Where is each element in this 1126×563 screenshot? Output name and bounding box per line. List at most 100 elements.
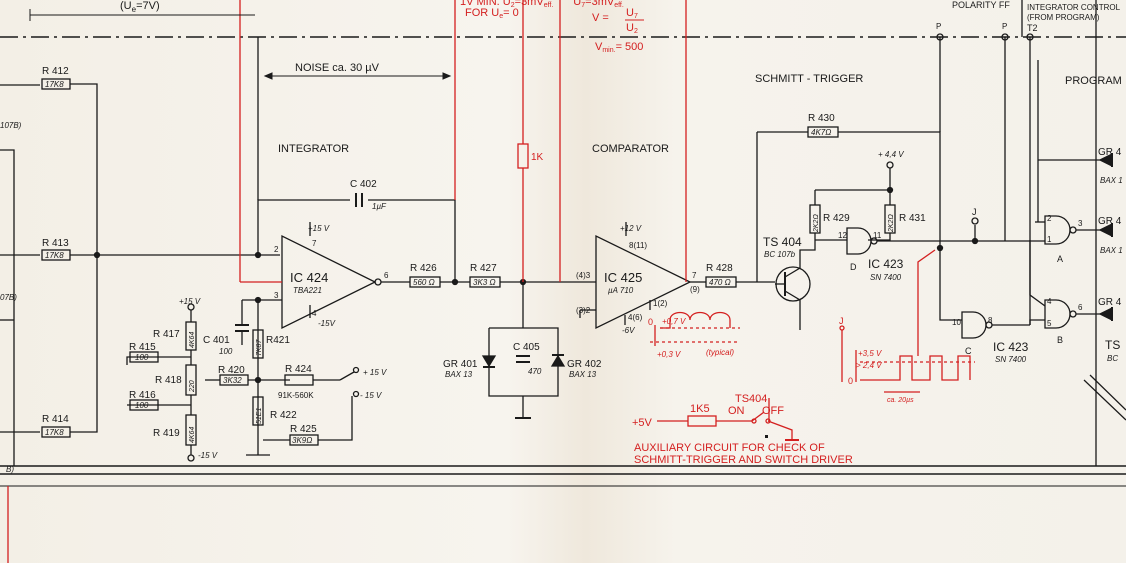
gate-b-pin6: 6 <box>1078 303 1083 312</box>
aux-off-label: OFF <box>762 405 784 417</box>
gr401-diode <box>481 355 497 368</box>
ic423-name-c: IC 423 <box>993 340 1029 354</box>
ic423-name-d: IC 423 <box>868 257 904 271</box>
c401-label: C 401 <box>203 335 230 346</box>
ts404-type: BC 107b <box>764 250 796 259</box>
aux-supply-label: +5V <box>632 417 653 429</box>
gate-c-label: C <box>965 346 972 356</box>
plus15-label: +15 V <box>179 297 201 306</box>
ic425-comparator <box>595 234 692 330</box>
gate-a-pin3: 3 <box>1078 219 1083 228</box>
r416-label: R 416 <box>129 390 156 401</box>
comparator-waveform <box>660 311 731 329</box>
integrator-label: INTEGRATOR <box>278 143 349 155</box>
ic425-name: IC 425 <box>604 270 642 285</box>
polarity-ff-label: POLARITY FF <box>952 0 1010 10</box>
wire-r414-out <box>70 255 98 433</box>
c402-label: C 402 <box>350 179 377 190</box>
gate-a-pin2: 2 <box>1047 214 1052 223</box>
r430-value: 4K7Ω <box>811 128 831 137</box>
r416-body <box>129 399 159 411</box>
ts-right-type: BC <box>1107 354 1118 363</box>
ic423-pin12: 12 <box>838 231 847 240</box>
ic425-type: µA 710 <box>608 286 634 295</box>
aux-caption-1: AUXILIARY CIRCUIT FOR CHECK OF <box>634 442 825 454</box>
gr402-diode <box>550 354 566 367</box>
gr4-type-a: BAX 1 <box>1100 246 1123 255</box>
wire-r412-out <box>70 83 98 255</box>
wave-period-label: ca. 20µs <box>887 397 914 404</box>
nand-gate-d <box>846 227 872 255</box>
aux-1k5-label: 1K5 <box>690 403 710 415</box>
r420-value: 3K32 <box>223 376 242 385</box>
r425-value: 3K9Ω <box>292 436 312 445</box>
gr402-type: BAX 13 <box>569 370 597 379</box>
r424-value: 91K-560K <box>278 391 314 400</box>
r415-value: 100 <box>135 353 149 362</box>
minus15b-label: - 15 V <box>360 391 382 400</box>
red-probe-schmitt <box>917 249 936 356</box>
r419-value: 4K64 <box>189 427 196 443</box>
wave-v24-label: > 2,4 V <box>856 361 882 370</box>
ic424-type: TBA221 <box>293 286 322 295</box>
wave-typical-label: (typical) <box>706 348 734 357</box>
r430-label: R 430 <box>808 113 835 124</box>
ic424-vneg: -15V <box>318 319 336 328</box>
r419-label: R 419 <box>153 428 180 439</box>
c405-label: C 405 <box>513 342 540 353</box>
r427-label: R 427 <box>470 263 497 274</box>
t2-label: T2 <box>1027 23 1038 33</box>
ic425-vneg: -6V <box>622 326 635 335</box>
ic425-pin8: 8(11) <box>629 241 647 250</box>
ic423-pin10: 10 <box>952 318 961 327</box>
wave-lo-label: +0,3 V <box>657 350 681 359</box>
r431-value: 2K2Ω <box>888 214 895 233</box>
r417-label: R 417 <box>153 329 180 340</box>
wave-hi-label: +0,7 V <box>662 317 686 326</box>
wave-v35-label: +3,5 V <box>858 349 882 358</box>
wire-left-1 <box>0 149 15 466</box>
r428-label: R 428 <box>706 263 733 274</box>
v-numerator: U7 <box>626 7 638 20</box>
gate-b-pin4: 4 <box>1047 297 1052 306</box>
schmitt-waveform <box>860 355 971 381</box>
gr4-label-b: GR 4 <box>1098 297 1122 308</box>
ic424-vpos: +15 V <box>308 224 330 233</box>
ic424-name: IC 424 <box>290 270 328 285</box>
for-ue-note: FOR Ue= 0 <box>465 7 519 20</box>
r420-label: R 420 <box>218 365 245 376</box>
plus44-label: + 4,4 V <box>878 150 904 159</box>
gr4-label-top: GR 4 <box>1098 147 1122 158</box>
ic424-pin3: 3 <box>274 291 279 300</box>
r426-label: R 426 <box>410 263 437 274</box>
gr401-label: GR 401 <box>443 359 478 370</box>
wave-zero: 0 <box>648 317 653 327</box>
ic425-pin2: (3)2 <box>576 306 591 315</box>
c402-value: 1µF <box>372 202 387 211</box>
r415-label: R 415 <box>129 342 156 353</box>
side-b: B) <box>6 465 14 474</box>
gate-b-pin5: 5 <box>1047 319 1052 328</box>
r422-value: 51E1 <box>256 408 263 424</box>
r1k-body <box>517 143 529 169</box>
r426-value: 560 Ω <box>413 278 435 287</box>
program-label: PROGRAM <box>1065 75 1122 87</box>
gr4-type-top: BAX 1 <box>1100 176 1123 185</box>
r414-label: R 414 <box>42 414 69 425</box>
vmin-note: Vmin.= 500 <box>595 41 643 54</box>
r413-value: 17K8 <box>45 251 64 260</box>
r412-label: R 412 <box>42 66 69 77</box>
clamp-network <box>488 327 559 397</box>
ic424-pin7: 7 <box>312 239 317 248</box>
r416-value: 100 <box>135 401 149 410</box>
r429-label: R 429 <box>823 213 850 224</box>
aux-on-label: ON <box>728 405 745 417</box>
ts-right-label: TS <box>1105 338 1120 352</box>
ic423-pin8: 8 <box>988 316 993 325</box>
r429-value: 2K2Ω <box>813 214 820 233</box>
gr4-label-a: GR 4 <box>1098 216 1122 227</box>
v-eq-label: V = <box>592 12 609 24</box>
schmitt-trigger-label: SCHMITT - TRIGGER <box>755 73 863 85</box>
v-denominator: U2 <box>626 22 638 35</box>
r417-value: 4K64 <box>189 332 196 348</box>
